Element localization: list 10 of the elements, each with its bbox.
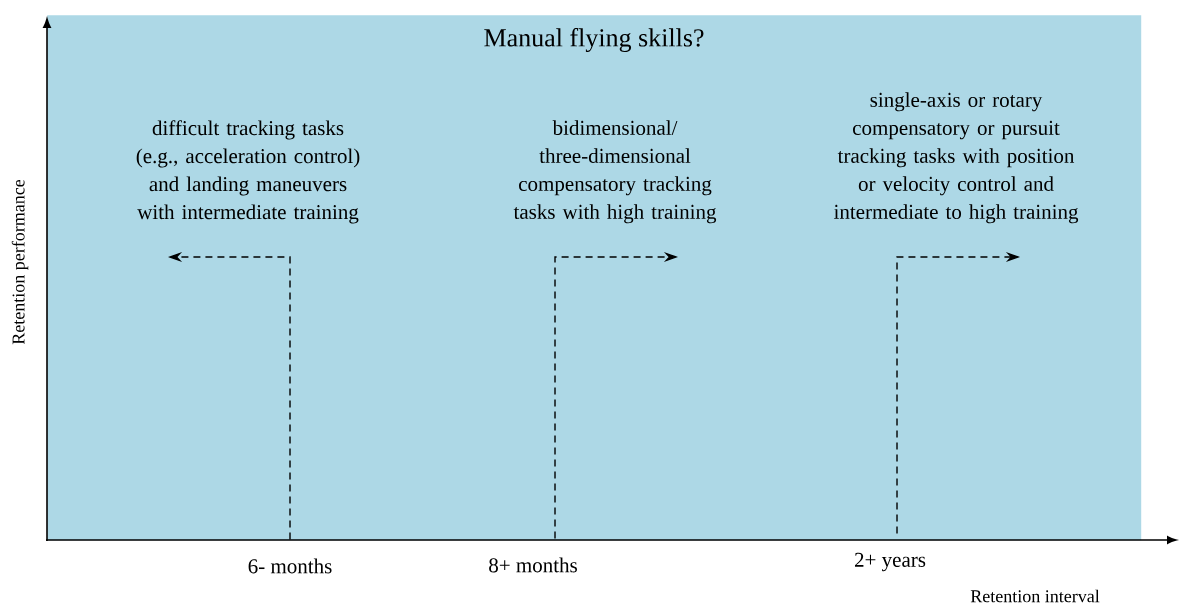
tick-label: 8+ months [489,557,577,573]
axis-label: Retention performance [11,179,29,345]
title: Manual flying skills? [484,28,704,52]
axis-label: Retention interval [970,589,1100,603]
description-text: single-axis or rotary compensatory or pursuit tracking tasks with position or velocity control and intermediate to high training [834,92,1079,224]
tick-label: 6- months [248,558,332,574]
description-text: difficult tracking tasks (e.g., acceleration control) and landing maneuvers with intermediate training [136,120,360,224]
background-panel [47,15,1142,541]
tick-label: 2+ years [855,552,926,572]
description-text: bidimensional/ three-dimensional compensatory tracking tasks with high training [513,120,717,224]
